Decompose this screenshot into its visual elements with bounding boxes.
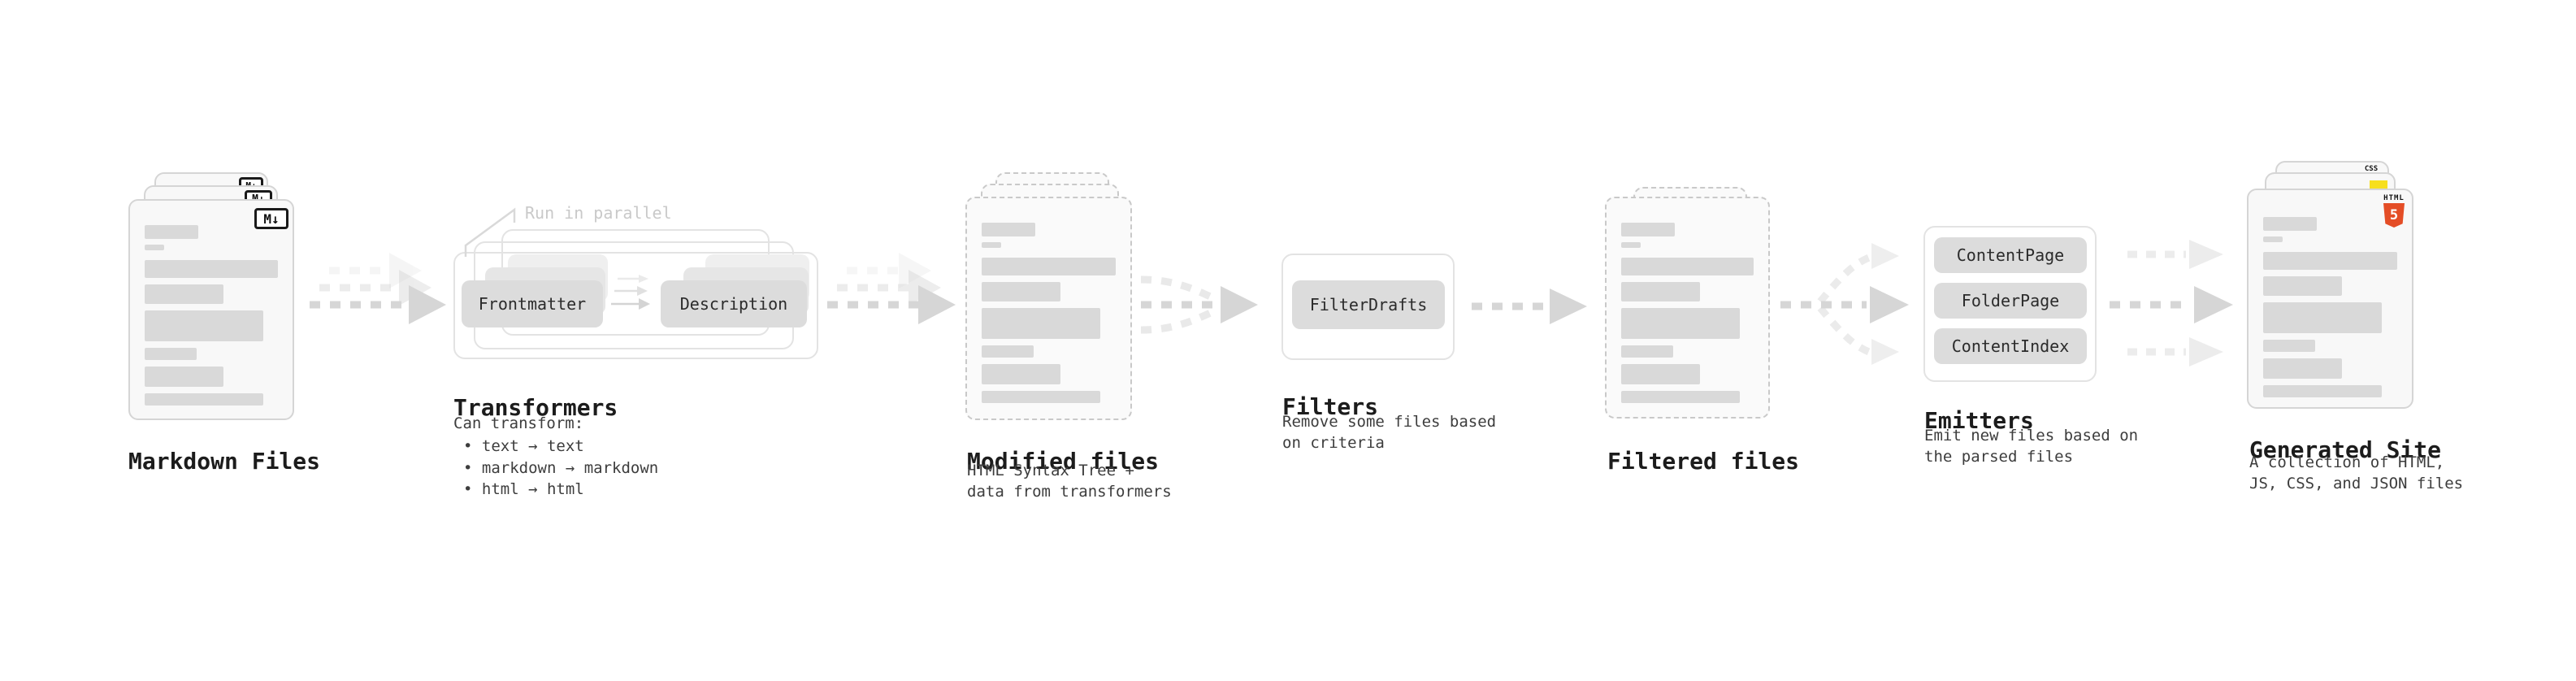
emitters-box [1923, 226, 2097, 382]
text-line-placeholder [2263, 276, 2342, 296]
document-content-placeholder [1621, 223, 1754, 403]
stage-title-filtered-files: Filtered files [1607, 448, 1800, 475]
text-line-placeholder [982, 364, 1060, 384]
emitter-step-contentpage: ContentPage [1934, 237, 2087, 273]
arrow-filtered-to-emitters-icon [1780, 243, 1909, 365]
text-line-placeholder [982, 391, 1100, 403]
markdown-icon: M↓ [254, 208, 288, 229]
stage-title-filters: Filters [1282, 393, 1379, 421]
text-line-placeholder [982, 308, 1100, 339]
html5-icon-number: 5 [2389, 207, 2399, 223]
transformer-step-label: Frontmatter [478, 294, 587, 314]
text-line-placeholder [2263, 340, 2315, 352]
css-icon-label: CSS [2364, 165, 2379, 173]
stage-title-modified-files: Modified files [967, 448, 1160, 475]
arrow-filters-to-filtered-icon [1472, 288, 1587, 324]
modified-file-front [965, 197, 1132, 420]
transformer-step-frontmatter: Frontmatter [462, 280, 603, 327]
bullet-item: • html → html [463, 480, 584, 498]
text-line-placeholder [1621, 308, 1740, 339]
stage-title-markdown-files: Markdown Files [128, 448, 321, 475]
document-content-placeholder [2263, 217, 2397, 397]
text-line-placeholder [982, 242, 1001, 248]
stage-title-transformers: Transformers [453, 394, 618, 422]
text-line-placeholder [1621, 345, 1673, 358]
document-content-placeholder [145, 225, 278, 406]
parallel-flow-arrows-icon [611, 275, 650, 310]
text-line-placeholder [1621, 258, 1754, 275]
document-content-placeholder [982, 223, 1116, 403]
stage-title-emitters: Emitters [1924, 407, 2034, 435]
arrow-markdown-to-transformers-icon [310, 253, 446, 324]
text-line-placeholder [145, 310, 263, 341]
filtered-file-front [1605, 197, 1770, 419]
transformer-step-label: Description [679, 294, 788, 314]
text-line-placeholder [145, 284, 223, 304]
text-line-placeholder [982, 282, 1060, 301]
text-line-placeholder [1621, 364, 1700, 384]
generated-file-html: HTML 5 [2247, 189, 2413, 409]
text-line-placeholder [145, 260, 278, 278]
text-line-placeholder [145, 225, 198, 239]
arrow-modified-to-filters-icon [1140, 275, 1258, 334]
text-line-placeholder [1621, 391, 1740, 403]
transformer-step-description: Description [661, 280, 807, 327]
filters-box [1281, 254, 1455, 360]
emitter-step-label: ContentPage [1956, 245, 2065, 265]
text-line-placeholder [2263, 358, 2342, 379]
text-line-placeholder [1621, 282, 1700, 301]
arrow-emitters-to-generated-icon [2110, 240, 2233, 367]
emitter-step-folderpage: FolderPage [1934, 283, 2087, 319]
filter-step-label: FilterDrafts [1309, 295, 1428, 314]
text-line-placeholder [982, 223, 1035, 236]
text-line-placeholder [2263, 385, 2382, 397]
transformers-box-front [453, 252, 818, 359]
stage-subtitle-transformers: Can transform: [453, 414, 584, 432]
text-line-placeholder [145, 348, 197, 360]
annotation-leader-line [464, 207, 516, 257]
markdown-file-front: M↓ [128, 199, 294, 420]
arrow-transformers-to-modified-icon [827, 253, 956, 324]
text-line-placeholder [1621, 242, 1641, 248]
text-line-placeholder [145, 245, 164, 250]
markdown-icon-label: M↓ [263, 210, 280, 227]
html5-icon-shield: 5 [2383, 203, 2405, 228]
emitter-step-label: ContentIndex [1951, 336, 2070, 356]
stage-subtitle-modified-files: HTML Syntax Tree + data from transformer… [967, 462, 1172, 501]
stage-title-generated-site: Generated Site [2249, 436, 2442, 464]
text-line-placeholder [1621, 223, 1675, 236]
text-line-placeholder [982, 345, 1034, 358]
stage-subtitle-emitters: Emit new files based on the parsed files [1924, 427, 2139, 466]
text-line-placeholder [2263, 252, 2397, 270]
bullet-item: • text → text [463, 437, 584, 455]
bullet-item: • markdown → markdown [463, 458, 659, 477]
stage-subtitle-filters: Remove some files based on criteria [1282, 413, 1497, 452]
html5-icon: HTML 5 [2383, 194, 2405, 228]
text-line-placeholder [2263, 236, 2283, 242]
run-in-parallel-annotation: Run in parallel [525, 203, 672, 223]
text-line-placeholder [145, 367, 223, 387]
text-line-placeholder [2263, 302, 2382, 333]
emitter-step-contentindex: ContentIndex [1934, 328, 2087, 364]
text-line-placeholder [982, 258, 1116, 275]
emitter-step-label: FolderPage [1961, 291, 2060, 310]
stage-subtitle-generated-site: A collection of HTML, JS, CSS, and JSON … [2249, 453, 2464, 492]
filter-step-filterdrafts: FilterDrafts [1292, 280, 1445, 329]
text-line-placeholder [2263, 217, 2317, 231]
html5-icon-word: HTML [2383, 194, 2405, 202]
transformers-bullet-list: • text → text • markdown → markdown • ht… [463, 436, 658, 501]
text-line-placeholder [145, 393, 263, 406]
